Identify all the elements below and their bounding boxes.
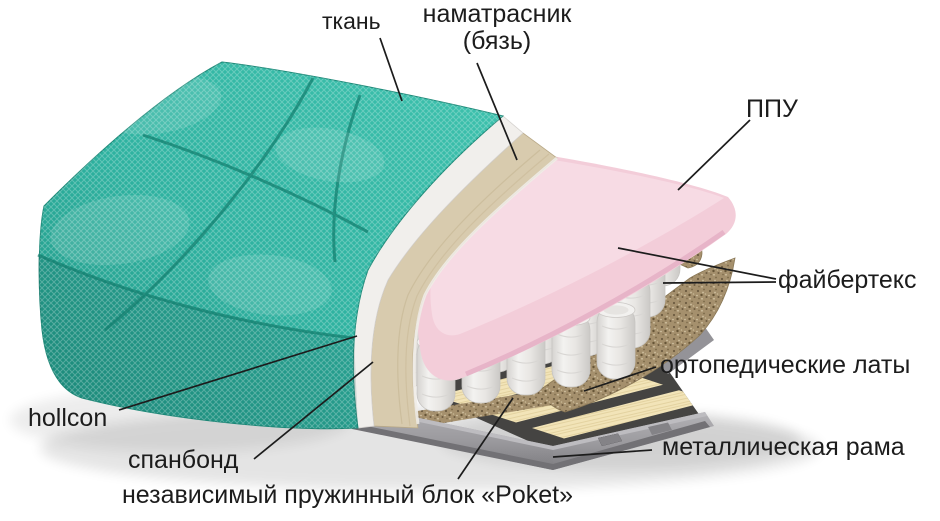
label-ppu: ППУ — [746, 95, 798, 123]
label-fibertex: файбертекс — [778, 266, 917, 294]
wooden-slat — [532, 390, 703, 439]
pillow-highlights — [50, 75, 385, 316]
leader-spring-block — [457, 397, 514, 480]
frame-bracket — [598, 433, 622, 446]
leader-hollcon — [118, 335, 358, 411]
leader-ppu — [677, 119, 751, 191]
leader-fabric — [379, 37, 403, 102]
label-hollcon: hollcon — [28, 404, 108, 432]
label-fabric: ткань — [322, 8, 381, 34]
fabric-quilted-top — [37, 61, 505, 430]
quilt-seams — [37, 77, 369, 340]
label-mattress-pad: наматрасник (бязь) — [422, 0, 572, 55]
leader-fibertex-lower — [662, 281, 777, 284]
label-spring-block: независимый пружинный блок «Poket» — [122, 481, 574, 509]
leader-mattress-pad — [476, 62, 518, 161]
leader-slats — [583, 366, 657, 392]
pocket-spring — [596, 302, 636, 380]
label-metal-frame: металлическая рама — [662, 433, 905, 461]
leader-spunbond — [253, 361, 374, 460]
label-orthopedic-slats: ортопедические латы — [660, 351, 911, 379]
leader-frame — [552, 449, 653, 458]
label-spunbond: спанбонд — [128, 446, 239, 474]
frame-bracket — [648, 422, 672, 435]
leader-lines — [118, 37, 777, 480]
leader-fibertex-upper — [617, 247, 777, 280]
